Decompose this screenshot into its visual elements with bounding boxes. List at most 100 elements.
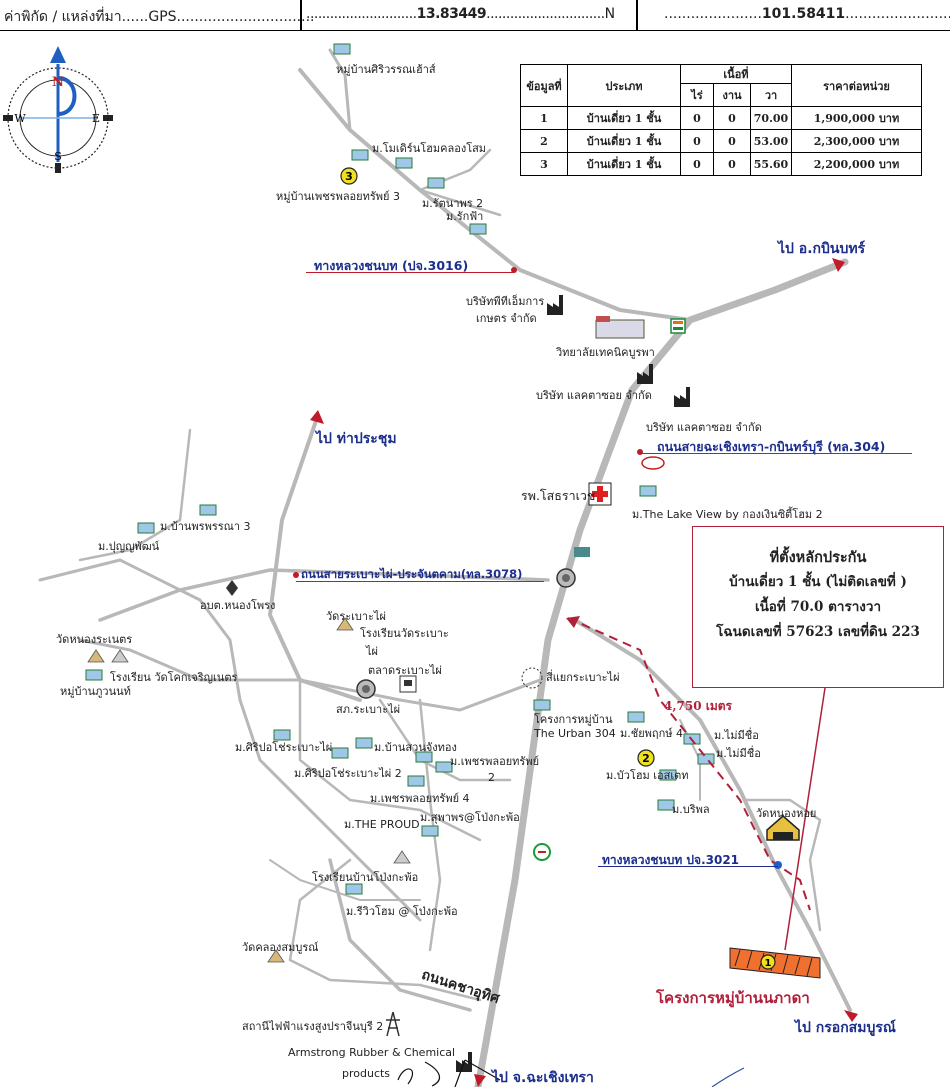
road-thaprachum xyxy=(268,413,362,702)
temple-icon-2 xyxy=(87,649,105,663)
place-armstrong2: products xyxy=(342,1067,391,1080)
building-icon xyxy=(574,547,590,557)
housing-icon xyxy=(85,669,103,681)
place-phon3: ม.บ้านพรพรรณา 3 xyxy=(160,520,251,533)
hospital-icon xyxy=(588,482,612,506)
compass-e: E xyxy=(92,112,100,125)
housing-icon xyxy=(199,504,217,516)
district-office-icon xyxy=(556,568,576,588)
place-schoolpong: โรงเรียนบ้านโป่งกะพ้อ xyxy=(312,871,419,884)
place-watnong: วัดหนองระเนตร xyxy=(56,633,133,646)
place-maimai1: ม.ไม่มีชื่อ xyxy=(714,729,759,742)
road-marker-3078 xyxy=(293,572,299,578)
road-chatuthit xyxy=(328,858,472,1012)
gas-station-icon xyxy=(641,456,665,470)
route-arrow-head xyxy=(566,616,580,628)
place-chaiyaphruek: ม.ชัยพฤกษ์ 4 xyxy=(620,727,683,740)
arrow-kabin xyxy=(832,258,845,272)
table-row: 1 บ้านเดี่ยว 1 ชั้น 0 0 70.00 1,900,000 … xyxy=(520,106,922,130)
housing-icon xyxy=(533,699,551,711)
housing-icon xyxy=(427,177,445,189)
road-label-3078: ถนนสายระเบาะไผ่-ประจันตคาม(ทล.3078) xyxy=(301,567,523,581)
place-obt: อบต.หนองโพรง xyxy=(200,599,276,612)
longitude-field: ......................101.58411.........… xyxy=(664,6,950,22)
housing-icon xyxy=(659,769,677,781)
road-west-2 xyxy=(78,428,192,562)
housing-icon xyxy=(639,485,657,497)
place-watra: วัดระเบาะไผ่ xyxy=(326,610,386,623)
housing-icon xyxy=(469,223,487,235)
collateral-line-3: เนื้อที่ 70.0 ตารางวา xyxy=(754,599,882,615)
school-icon xyxy=(111,649,129,663)
arrow-krok xyxy=(844,1010,858,1022)
destination-arrows xyxy=(310,258,858,1087)
place-hospital: รพ.โสธราเวช xyxy=(521,488,596,503)
road-304-main xyxy=(474,258,849,1087)
collateral-line-1: ที่ตั้งหลักประกัน xyxy=(769,549,867,566)
place-suan: ม.บ้านสวนจังทอง xyxy=(374,741,457,754)
dest-kabin: ไป อ.กบินบทร์ xyxy=(778,241,866,257)
seven-eleven-icon xyxy=(670,318,686,334)
housing-icon xyxy=(331,747,349,759)
road-3021 xyxy=(573,618,852,1012)
place-lakeview: ม.The Lake View by กองเงินซิตี้โฮม 2 xyxy=(632,508,823,521)
road-marker-3021 xyxy=(774,861,782,869)
junction-marker xyxy=(521,667,543,689)
road-west-6 xyxy=(288,858,482,1002)
compass-s: S xyxy=(54,150,62,163)
place-police: สภ.ระเบาะไผ่ xyxy=(336,703,401,716)
marker-3: 3 xyxy=(340,167,358,185)
latitude-value: 13.83449 xyxy=(416,6,487,22)
road-east-branch xyxy=(743,798,822,932)
place-phetsap2: 2 xyxy=(488,771,495,784)
place-rattana: ม.รัตนาพร 2 xyxy=(422,197,484,210)
th-no: ข้อมูลที่ xyxy=(520,64,568,107)
road-west-7 xyxy=(418,698,442,952)
compass-n: N xyxy=(52,75,64,90)
place-tech: วิทยาลัยเทคนิคบูรพา xyxy=(556,346,655,359)
place-latta1: บริษัท แลคตาซอย จำกัด xyxy=(536,389,652,402)
place-maimai2: ม.ไม่มีชื่อ xyxy=(716,747,761,760)
road-underline-304 xyxy=(640,453,912,454)
road-marker-304 xyxy=(637,449,643,455)
school-icon-2 xyxy=(393,850,411,864)
substation-icon xyxy=(386,1011,400,1037)
th-price: ราคาต่อหน่วย xyxy=(791,64,922,107)
road-network xyxy=(38,48,852,1087)
place-riview: ม.รีวิวโฮม @ โป่งกะพ้อ xyxy=(346,905,458,918)
road-underline-3021 xyxy=(598,866,778,867)
place-rakfa: ม.รักฟ้า xyxy=(446,210,484,223)
place-armstrong: Armstrong Rubber & Chemical xyxy=(288,1046,456,1059)
collateral-line-2: บ้านเดี่ยว 1 ชั้น (ไม่ติดเลขที่ ) xyxy=(729,574,907,590)
road-label-3021: ทางหลวงชนบท ปจ.3021 xyxy=(602,853,740,867)
place-modern: ม.โมเดิร์นโฮมคลองโสม xyxy=(372,142,487,155)
th-rai: ไร่ xyxy=(680,83,714,107)
collateral-line-4: โฉนดเลขที่ 57623 เลขที่ดิน 223 xyxy=(716,624,920,640)
header-divider xyxy=(300,0,302,30)
th-area: เนื้อที่ xyxy=(680,64,792,84)
housing-icon xyxy=(137,522,155,534)
distance-label: 4,750 เมตร xyxy=(664,699,733,713)
housing-icon xyxy=(351,149,369,161)
factory-icon-3 xyxy=(674,387,690,407)
table-row: 2 บ้านเดี่ยว 1 ชั้น 0 0 53.00 2,300,000 … xyxy=(520,129,922,153)
th-wa: วา xyxy=(750,83,792,107)
coord-source: GPS xyxy=(148,9,177,25)
housing-icon xyxy=(355,737,373,749)
place-watnonghoi: วัดหนองหอย xyxy=(756,807,817,820)
dest-krok: ไป กรอกสมบูรณ์ xyxy=(795,1020,896,1036)
place-market: ตลาดระเบาะไผ่ xyxy=(368,664,442,677)
place-schoolkok: โรงเรียน วัดโคกเจริญเนตร xyxy=(110,671,238,684)
place-junction: สี่แยกระเบาะไผ่ xyxy=(546,671,620,684)
place-ptm: บริษัทพีทีเอ็มการ xyxy=(466,295,545,308)
marker-2-label: 2 xyxy=(642,752,650,765)
dest-thaprachum: ไป ท่าประชุม xyxy=(316,431,397,447)
factory-icon xyxy=(547,295,563,315)
compass-w: W xyxy=(14,112,26,125)
marker-2: 2 xyxy=(637,749,655,767)
comparison-table: ข้อมูลที่ ประเภท เนื้อที่ ราคาต่อหน่วย ไ… xyxy=(520,64,922,176)
market-icon xyxy=(399,675,417,693)
place-substation: สถานีไฟฟ้าแรงสูงปราจีนบุรี 2 xyxy=(242,1020,384,1033)
place-urban2: The Urban 304 xyxy=(534,727,616,740)
